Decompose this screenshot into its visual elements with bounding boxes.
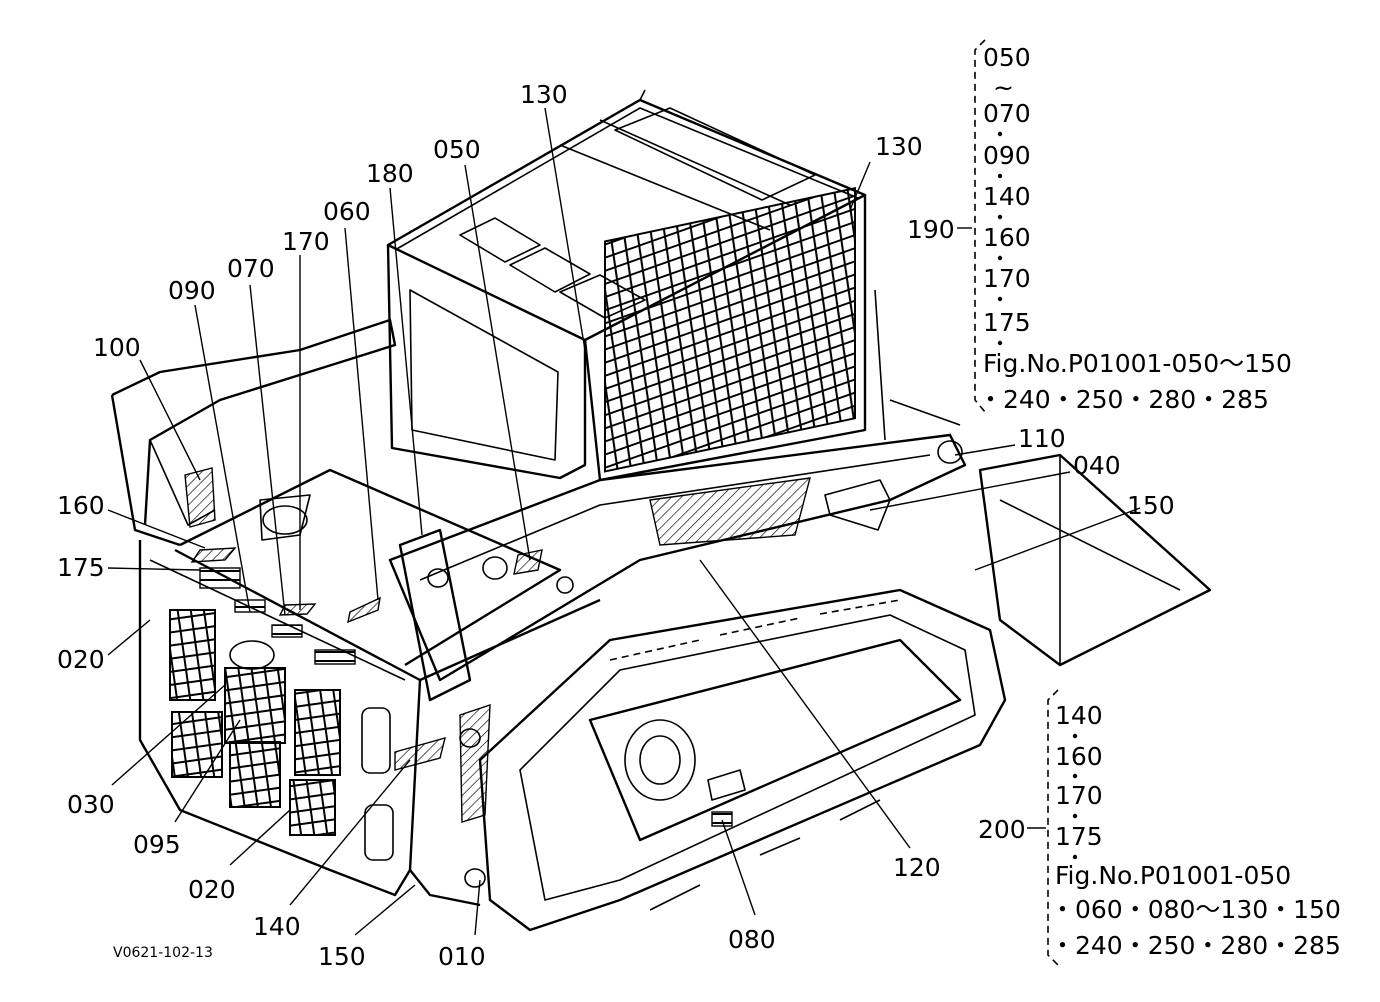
group-190-item: 170 — [983, 264, 1031, 293]
group-200-item: 170 — [1055, 781, 1103, 810]
callout-050: 050 — [433, 135, 481, 164]
track — [478, 588, 1007, 932]
group-200: 200 140 160 170 175 Fig.No.P01001-050 ・0… — [978, 689, 1341, 966]
callout-190: 190 — [907, 215, 955, 244]
callout-160: 160 — [57, 491, 105, 520]
callout-090: 090 — [168, 276, 216, 305]
callout-140: 140 — [253, 912, 301, 941]
machine-body — [110, 318, 601, 907]
group-190-item: 090 — [983, 141, 1031, 170]
group-190-item: 050 — [983, 43, 1031, 72]
callout-170: 170 — [282, 227, 330, 256]
group-190-ref: ・240・250・280・285 — [978, 385, 1269, 414]
callout-060: 060 — [323, 197, 371, 226]
separator-dots — [1072, 733, 1078, 860]
callout-080: 080 — [728, 925, 776, 954]
group-190-item: 160 — [983, 223, 1031, 252]
group-200-item: 160 — [1055, 742, 1103, 771]
callout-150: 150 — [1127, 491, 1175, 520]
callout-200: 200 — [978, 815, 1026, 844]
bucket — [874, 289, 1212, 667]
callout-010: 010 — [438, 942, 486, 971]
cab — [386, 89, 867, 482]
part-labels: 130 130 050 180 060 170 070 090 100 160 … — [57, 80, 1175, 971]
callout-175: 175 — [57, 553, 105, 582]
group-200-ref: Fig.No.P01001-050 — [1055, 861, 1291, 890]
callout-130: 130 — [875, 132, 923, 161]
leader-lines — [107, 107, 1141, 936]
callout-180: 180 — [366, 159, 414, 188]
group-190-item: 175 — [983, 308, 1031, 337]
group-190-item: 070 — [983, 99, 1031, 128]
group-190-item: ~ — [993, 73, 1014, 102]
group-200-ref: ・240・250・280・285 — [1050, 931, 1341, 960]
callout-100: 100 — [93, 333, 141, 362]
callout-110: 110 — [1018, 424, 1066, 453]
callout-020: 020 — [57, 645, 105, 674]
callout-120: 120 — [893, 853, 941, 882]
group-200-ref: ・060・080～130・150 — [1050, 895, 1341, 924]
separator-dots — [997, 131, 1003, 346]
figure-code: V0621-102-13 — [113, 945, 213, 961]
callout-070: 070 — [227, 254, 275, 283]
group-190-item: 140 — [983, 182, 1031, 211]
group-190: 190 050 ~ 070 090 140 160 170 175 Fig.No… — [907, 39, 1292, 414]
callout-095: 095 — [133, 830, 181, 859]
callout-150: 150 — [318, 942, 366, 971]
callout-030: 030 — [67, 790, 115, 819]
group-190-ref: Fig.No.P01001-050～150 — [983, 349, 1292, 378]
callout-130: 130 — [520, 80, 568, 109]
lift-arm — [388, 433, 967, 888]
group-200-item: 140 — [1055, 701, 1103, 730]
group-200-item: 175 — [1055, 822, 1103, 851]
callout-040: 040 — [1073, 451, 1121, 480]
callout-020: 020 — [188, 875, 236, 904]
